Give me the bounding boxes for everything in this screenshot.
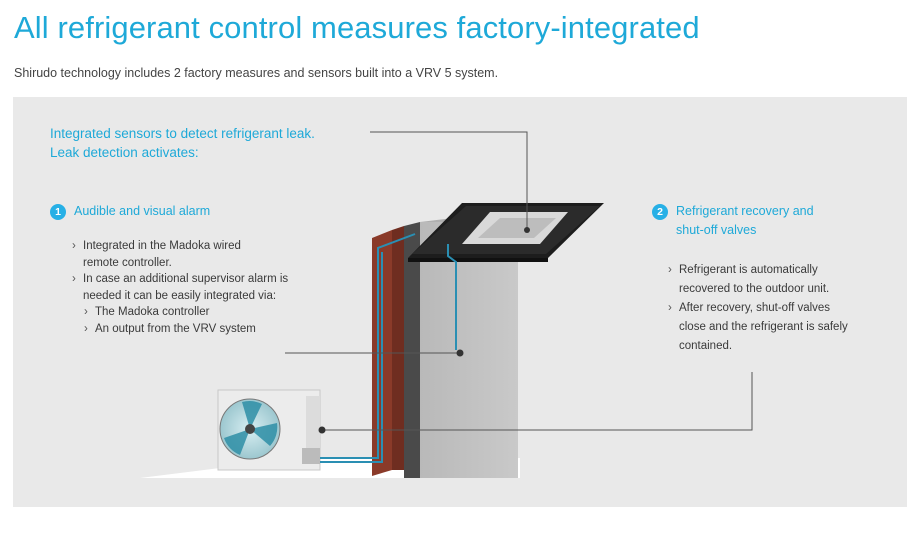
cassette-indoor-unit	[408, 203, 604, 262]
intro-line-2: Leak detection activates:	[50, 145, 199, 160]
section-1-heading: 1 Audible and visual alarm	[50, 202, 210, 221]
section-2-title-line-2: shut-off valves	[676, 223, 757, 237]
list-item: After recovery, shut-off valves	[668, 299, 848, 318]
list-item: The Madoka controller	[84, 304, 288, 321]
section-1-bullets: Integrated in the Madoka wired remote co…	[72, 238, 288, 337]
page-subtitle: Shirudo technology includes 2 factory me…	[14, 66, 499, 80]
list-item: close and the refrigerant is safely	[679, 321, 848, 333]
list-item: An output from the VRV system	[84, 321, 288, 338]
list-item: Integrated in the Madoka wired	[72, 238, 288, 255]
number-badge-2: 2	[652, 204, 668, 220]
intro-text: Integrated sensors to detect refrigerant…	[50, 124, 315, 162]
indoor-room	[420, 222, 518, 478]
list-item: contained.	[679, 340, 733, 352]
intro-line-1: Integrated sensors to detect refrigerant…	[50, 126, 315, 141]
sensor-point	[524, 227, 530, 233]
section-2-title-line-1: Refrigerant recovery and	[676, 204, 814, 218]
list-item: needed it can be easily integrated via:	[83, 289, 277, 302]
list-item: In case an additional supervisor alarm i…	[72, 271, 288, 288]
list-item: Refrigerant is automatically	[668, 261, 848, 280]
leader-lines	[285, 131, 753, 431]
outdoor-unit	[217, 389, 321, 471]
list-item: remote controller.	[83, 256, 172, 269]
valve-point	[318, 426, 326, 434]
list-item: recovered to the outdoor unit.	[679, 283, 830, 295]
section-2-bullets: Refrigerant is automatically recovered t…	[668, 261, 848, 356]
number-badge-1: 1	[50, 204, 66, 220]
page-title: All refrigerant control measures factory…	[14, 10, 700, 45]
section-2-heading: 2 Refrigerant recovery and shut-off valv…	[652, 202, 814, 240]
section-1-title: Audible and visual alarm	[74, 204, 211, 218]
alarm-point	[456, 349, 464, 357]
